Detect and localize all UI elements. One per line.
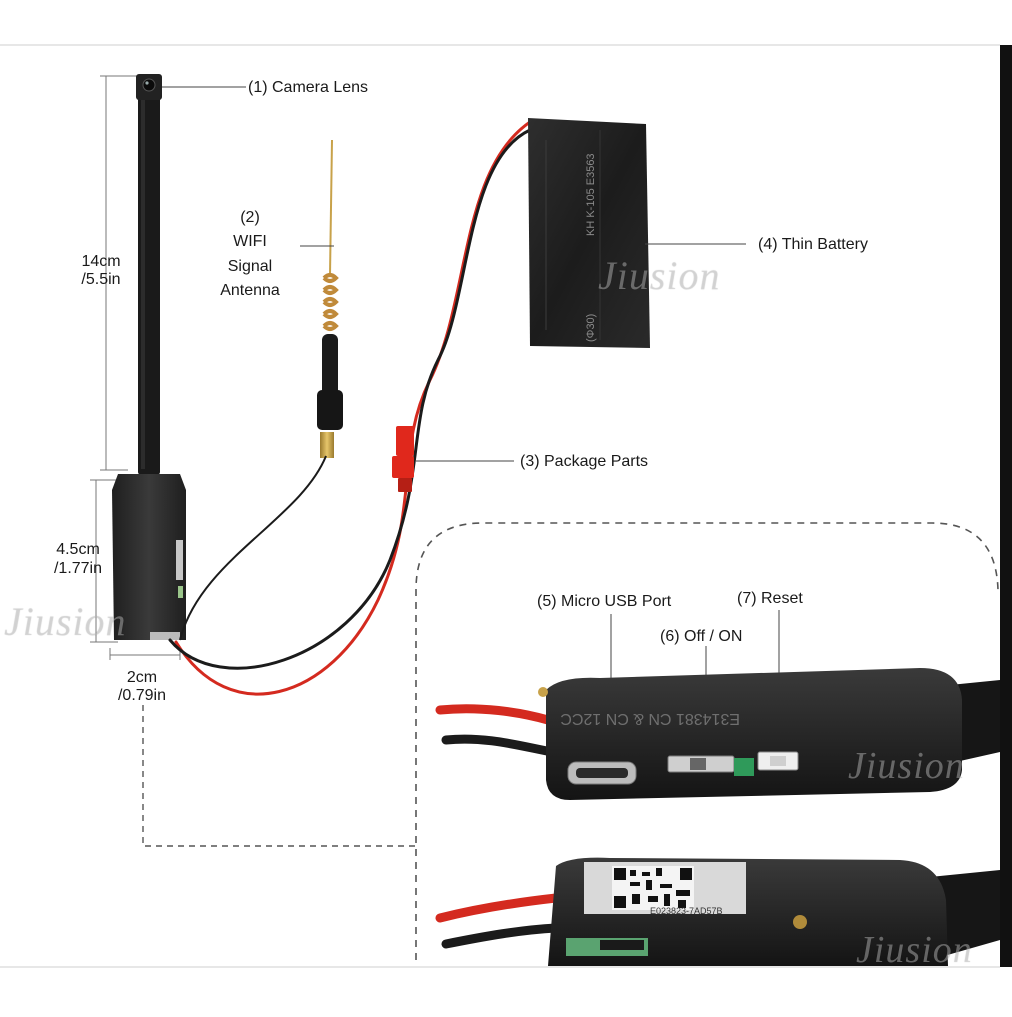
watermark-closeup-2: Jiusion <box>856 929 973 971</box>
dimension-board-cm: 4.5cm <box>56 541 100 558</box>
detail-connector-line <box>142 705 416 847</box>
dimension-lines <box>90 75 181 660</box>
label-off-on: (6) Off / ON <box>660 628 743 645</box>
label-antenna-signal: Signal <box>227 258 273 275</box>
battery-print-line2: (Φ30) <box>585 314 597 342</box>
red-connector-icon <box>392 426 414 492</box>
dimension-length-cm: 14cm <box>81 253 121 270</box>
watermark-left: Jiusion <box>4 599 127 644</box>
closeup-board-ports: E314381 CN & CN 12CC <box>435 668 1000 800</box>
label-thin-battery: (4) Thin Battery <box>758 236 868 253</box>
watermark-battery: Jiusion <box>598 253 721 298</box>
wifi-antenna-icon <box>179 139 343 641</box>
label-micro-usb: (5) Micro USB Port <box>537 593 672 610</box>
label-antenna-word: Antenna <box>220 282 280 299</box>
label-antenna-wifi: WIFI <box>233 233 267 250</box>
thin-battery: KH K-105 E3563 (Φ30) <box>528 118 650 348</box>
qr-code-text: E023823-7AD57B <box>650 906 723 916</box>
camera-board <box>112 474 186 640</box>
dimension-board-in: /1.77in <box>53 560 103 577</box>
label-antenna-number: (2) <box>240 209 260 226</box>
frame-lines <box>0 44 1012 968</box>
camera-lens-icon <box>136 74 162 100</box>
battery-print-line1: KH K-105 E3563 <box>585 153 597 236</box>
dimension-width-cm: 2cm <box>126 669 158 686</box>
dimension-length-in: /5.5in <box>81 271 121 288</box>
label-package-parts: (3) Package Parts <box>520 453 649 470</box>
qr-code-icon <box>612 866 694 910</box>
dimension-width-in: /0.79in <box>117 687 167 704</box>
camera-flex-cable <box>138 80 160 475</box>
watermark-closeup-1: Jiusion <box>848 745 965 787</box>
label-reset: (7) Reset <box>737 590 803 607</box>
label-camera-lens: (1) Camera Lens <box>248 79 369 96</box>
board-print-top: E314381 CN & CN 12CC <box>560 710 740 727</box>
closeup-board-qr: E023823-7AD57B <box>435 857 1000 966</box>
